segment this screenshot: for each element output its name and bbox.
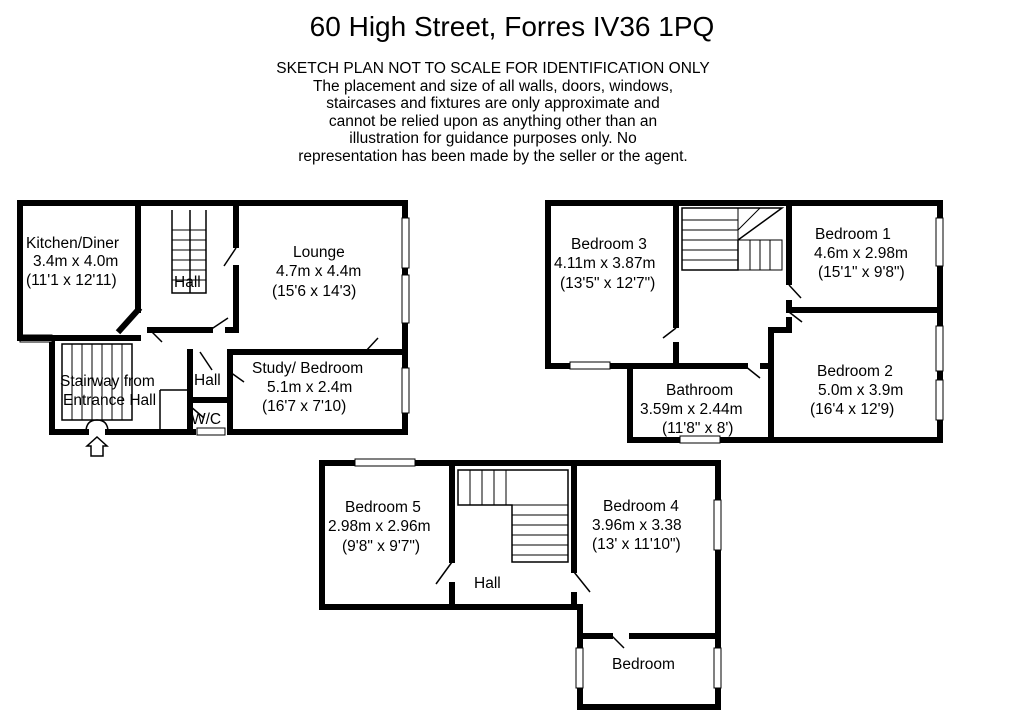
study-label: Study/ Bedroom <box>252 360 363 377</box>
door <box>788 284 802 299</box>
door <box>364 337 379 353</box>
study-size: 5.1m x 2.4m <box>267 379 352 396</box>
disclaimer: SKETCH PLAN NOT TO SCALE FOR IDENTIFICAT… <box>0 60 986 165</box>
window <box>196 427 226 436</box>
disclaimer-line: SKETCH PLAN NOT TO SCALE FOR IDENTIFICAT… <box>276 60 710 77</box>
stairway-label: Stairway from <box>60 373 155 390</box>
ground-floor-plan: Kitchen/Diner 3.4m x 4.0m (11'1 x 12'11)… <box>17 200 410 457</box>
door <box>229 371 245 383</box>
disclaimer-line: cannot be relied upon as anything other … <box>328 112 658 130</box>
stairway-label: Entrance Hall <box>63 392 156 409</box>
hall-label: Hall <box>194 372 221 389</box>
door <box>788 311 803 323</box>
study-size-imperial: (16'7 x 7'10) <box>262 398 346 415</box>
kitchen-label: Kitchen/Diner <box>26 235 119 252</box>
kitchen-size-imperial: (11'1 x 12'11) <box>26 272 117 289</box>
window <box>401 367 410 414</box>
bedroom-label: Bedroom <box>612 656 675 673</box>
window <box>354 458 416 467</box>
second-floor-plan: Bedroom 5 2.98m x 2.96m (9'8" x 9'7") Ha… <box>319 458 722 710</box>
bedroom5-label: Bedroom 5 <box>345 499 421 516</box>
window <box>401 217 410 269</box>
bathroom-size: 3.59m x 2.44m <box>640 401 743 418</box>
door <box>744 365 761 379</box>
kitchen-size: 3.4m x 4.0m <box>33 253 118 270</box>
lounge-label: Lounge <box>293 244 345 261</box>
bedroom1-size-imperial: (15'1" x 9'8") <box>818 264 905 281</box>
window <box>713 499 722 551</box>
bedroom4-size-imperial: (13' x 11'10") <box>592 536 681 553</box>
door <box>662 327 677 339</box>
bedroom5-size-imperial: (9'8" x 9'7") <box>342 538 420 555</box>
door <box>209 317 229 331</box>
bedroom2-label: Bedroom 2 <box>817 363 893 380</box>
door <box>611 635 625 649</box>
bedroom2-size-imperial: (16'4 x 12'9) <box>810 401 894 418</box>
door <box>573 571 591 593</box>
window <box>713 647 722 689</box>
bedroom2-size: 5.0m x 3.9m <box>818 382 903 399</box>
window <box>575 647 584 689</box>
bedroom1-label: Bedroom 1 <box>815 226 891 243</box>
bedroom4-label: Bedroom 4 <box>603 498 679 515</box>
bedroom1-size: 4.6m x 2.98m <box>814 245 908 262</box>
wc-label: W/C <box>191 411 221 428</box>
bedroom3-size-imperial: (13'5" x 12'7") <box>560 275 655 292</box>
window <box>935 379 944 421</box>
hall-label: Hall <box>174 274 201 291</box>
page-title: 60 High Street, Forres IV36 1PQ <box>309 11 715 42</box>
window <box>569 361 611 370</box>
bathroom-label: Bathroom <box>666 382 733 399</box>
window <box>401 274 410 324</box>
hall-label: Hall <box>474 575 501 592</box>
lounge-size: 4.7m x 4.4m <box>276 263 361 280</box>
first-floor-plan: Bedroom 3 4.11m x 3.87m (13'5" x 12'7") … <box>545 200 944 444</box>
bedroom3-size: 4.11m x 3.87m <box>554 255 655 272</box>
bathroom-size-imperial: (11'8" x 8') <box>662 420 733 437</box>
window <box>679 435 721 444</box>
bedroom4-size: 3.96m x 3.38 <box>592 517 682 534</box>
window <box>935 325 944 372</box>
entrance-arrow-icon <box>85 435 109 457</box>
bedroom3-label: Bedroom 3 <box>571 236 647 253</box>
door <box>199 351 213 371</box>
disclaimer-line: illustration for guidance purposes only.… <box>349 130 637 147</box>
door <box>149 329 163 343</box>
disclaimer-line: representation has been made by the sell… <box>298 147 688 165</box>
door <box>435 561 453 585</box>
lounge-size-imperial: (15'6 x 14'3) <box>272 283 356 300</box>
door <box>223 247 237 267</box>
window <box>935 217 944 267</box>
door <box>189 405 205 419</box>
disclaimer-line: The placement and size of all walls, doo… <box>312 77 674 95</box>
disclaimer-line: staircases and fixtures are only approxi… <box>326 95 660 112</box>
bedroom5-size: 2.98m x 2.96m <box>328 518 431 535</box>
